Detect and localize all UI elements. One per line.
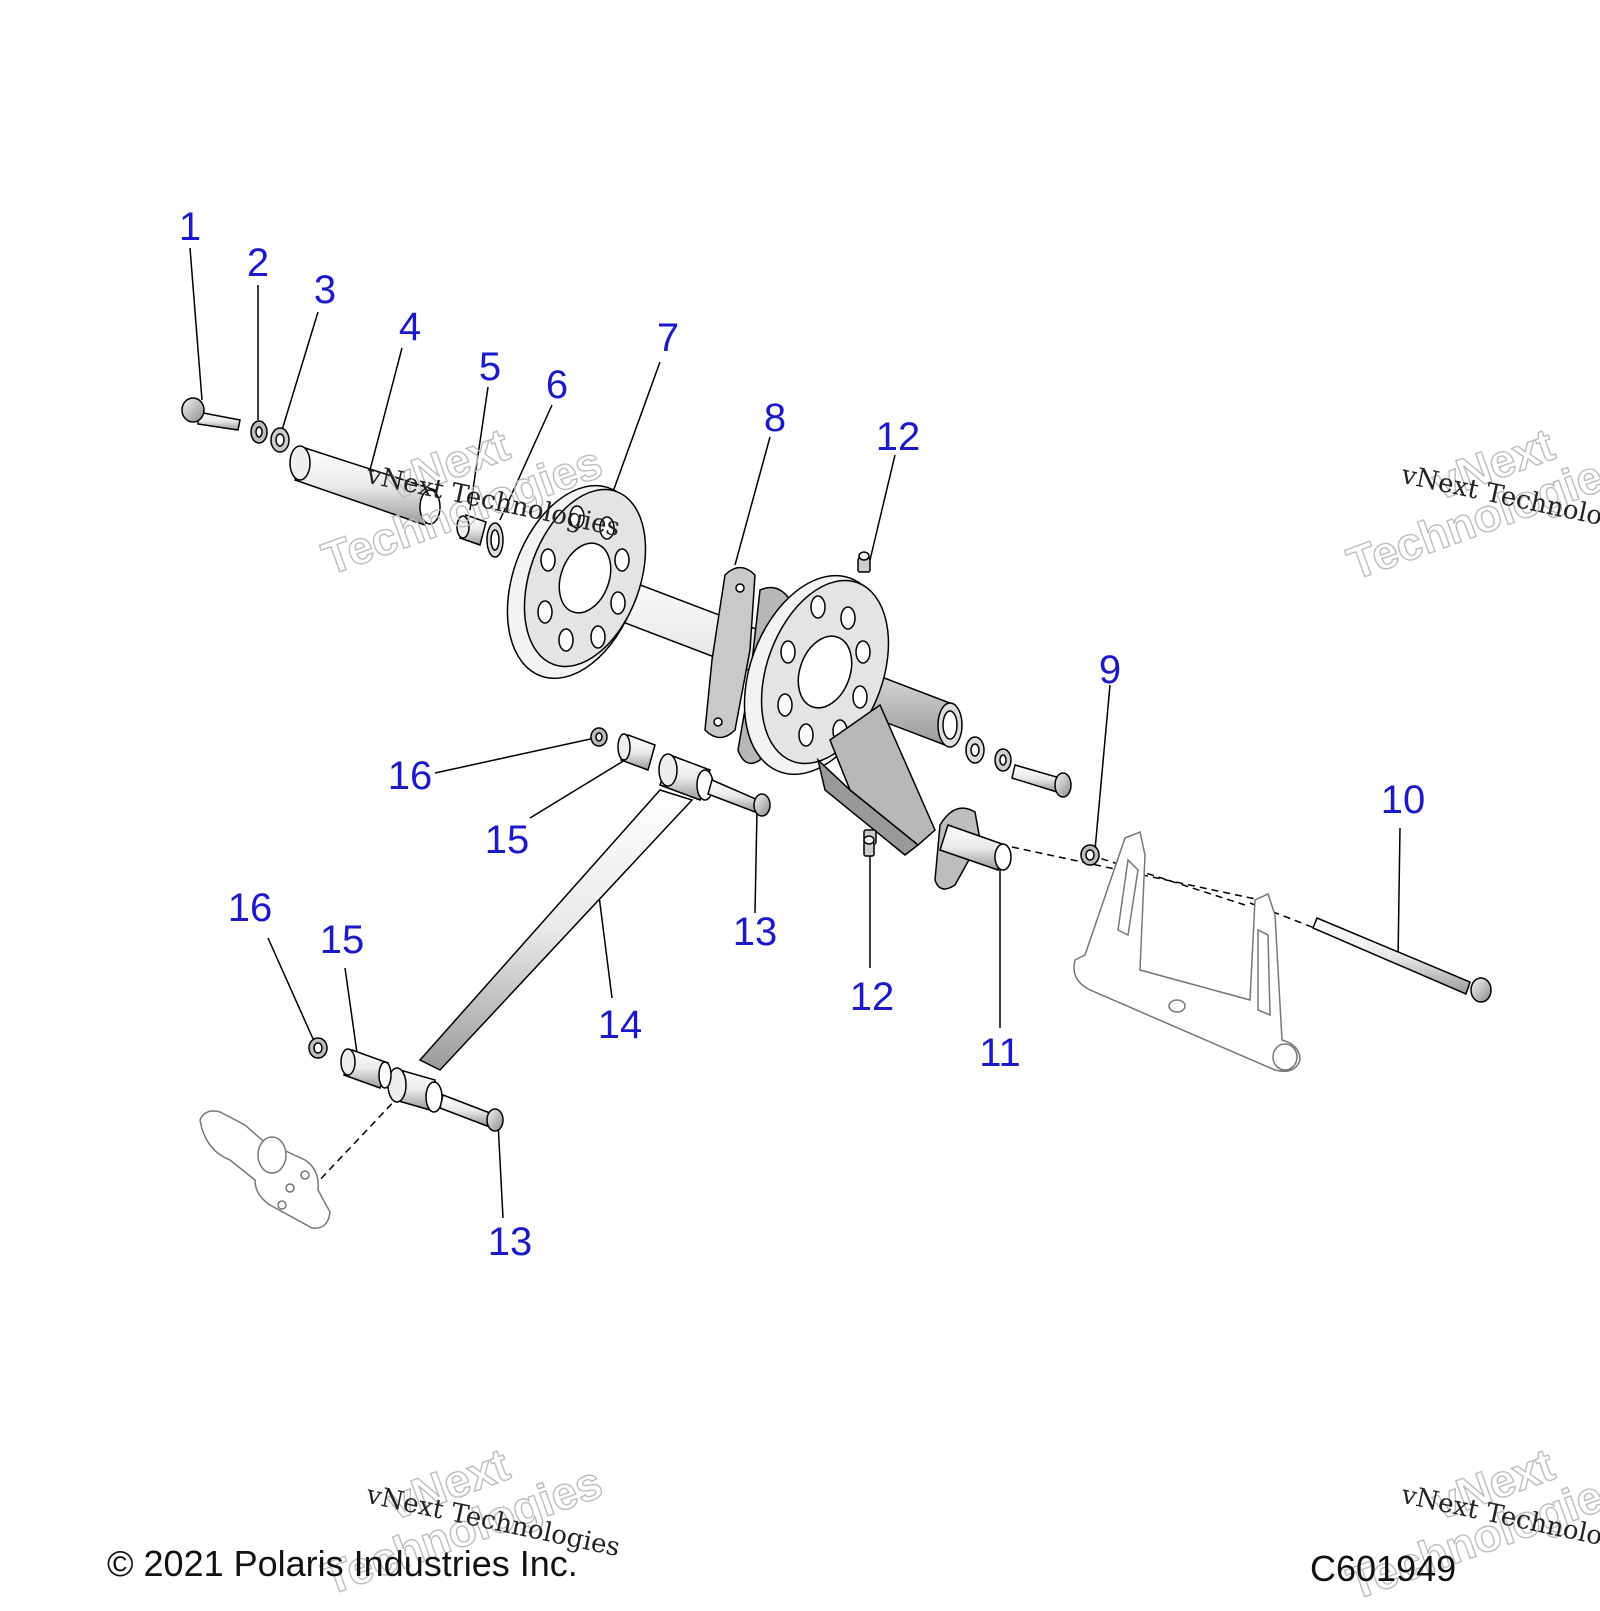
nut-part-16b	[308, 1037, 328, 1059]
leader-lines	[189, 247, 1401, 1219]
pivot-tube-part-11	[934, 807, 1012, 890]
callout-16-lower: 16	[227, 886, 273, 930]
callout-10: 10	[1380, 778, 1426, 822]
ring-part-6	[486, 522, 504, 558]
callout-14: 14	[597, 1003, 643, 1047]
grease-fitting-part-12b	[863, 829, 877, 857]
callout-8: 8	[763, 396, 787, 440]
wheel-part-7	[506, 484, 647, 680]
bolt-part-1	[181, 397, 241, 431]
bolt-part-13b	[439, 1093, 504, 1132]
nut-part-9	[1080, 844, 1100, 866]
copyright-text: © 2021 Polaris Industries Inc.	[107, 1543, 578, 1584]
long-bolt-part-10	[1312, 917, 1492, 1003]
spacer-tube-part-4	[289, 445, 441, 526]
callout-15-lower: 15	[319, 918, 365, 962]
shaft-bolt	[1011, 764, 1072, 798]
bushing-part-15b	[340, 1048, 392, 1089]
washer-part-3	[270, 427, 290, 453]
callout-13-upper: 13	[732, 910, 778, 954]
bolt-part-13a	[707, 778, 771, 817]
callout-1: 1	[178, 205, 202, 249]
swing-arm	[816, 703, 936, 856]
callout-9: 9	[1098, 648, 1122, 692]
wheel-right	[743, 574, 890, 776]
callout-13-lower: 13	[487, 1220, 533, 1264]
callout-12-bottom: 12	[849, 975, 895, 1019]
callout-2: 2	[246, 241, 270, 285]
callout-4: 4	[398, 305, 422, 349]
callout-11: 11	[979, 1031, 1021, 1075]
mount-plate-ghost	[199, 1110, 331, 1229]
callout-16-upper: 16	[387, 754, 433, 798]
nut-part-2	[250, 420, 268, 444]
callout-6: 6	[545, 363, 569, 407]
callout-12-top: 12	[875, 415, 921, 459]
nut-part-16a	[590, 727, 608, 747]
shaft-washer	[965, 736, 985, 764]
callout-7: 7	[656, 316, 680, 360]
bushing-part-15a	[617, 733, 656, 771]
bushing-part-5	[456, 514, 487, 546]
callout-15-upper: 15	[484, 818, 530, 862]
callout-5: 5	[478, 345, 502, 389]
link-arm-part-14	[387, 753, 714, 1113]
callout-3: 3	[313, 268, 337, 312]
mount-bracket-ghost	[1073, 830, 1301, 1072]
grease-fitting-part-12a	[857, 551, 871, 573]
diagram-code: C601949	[1310, 1548, 1457, 1589]
shaft-nut	[994, 748, 1012, 772]
